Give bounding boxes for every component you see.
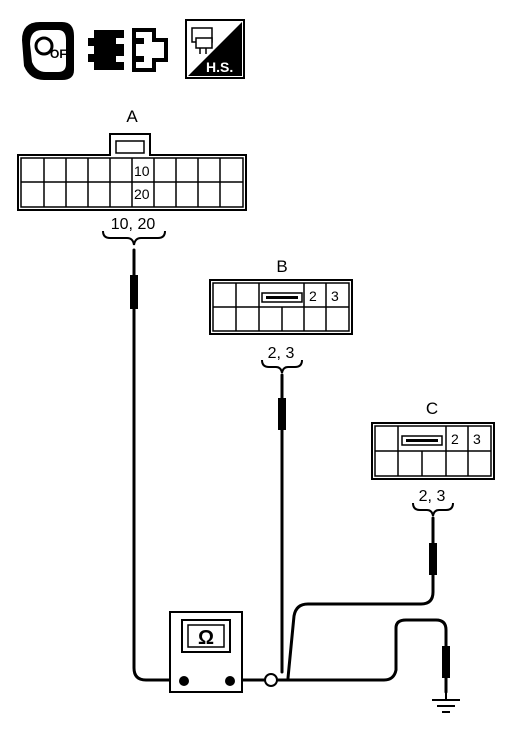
ground-symbol bbox=[432, 692, 460, 713]
probe-ground bbox=[442, 646, 450, 678]
probe-a bbox=[130, 275, 138, 309]
connector-a: A 10 20 10, 20 bbox=[17, 107, 247, 246]
pin-3-label: 3 bbox=[331, 288, 339, 304]
connector-b-label: B bbox=[276, 257, 287, 276]
probe-b bbox=[278, 398, 286, 430]
pin-20-label: 20 bbox=[134, 186, 150, 202]
junction-point bbox=[264, 673, 278, 687]
svg-text:H.S.: H.S. bbox=[206, 59, 233, 75]
connector-a-terminals: 10, 20 bbox=[111, 216, 156, 233]
connector-c-terminals: 2, 3 bbox=[419, 488, 446, 505]
ohmmeter: Ω bbox=[169, 611, 243, 693]
connector-c: C 2 3 2, 3 bbox=[371, 399, 495, 517]
lead-c bbox=[286, 516, 435, 680]
lead-ground bbox=[276, 618, 448, 694]
harness-side-icon: H.S. bbox=[185, 19, 245, 79]
pin-2-label: 2 bbox=[451, 431, 459, 447]
pin-10-label: 10 bbox=[134, 163, 150, 179]
pin-3-label: 3 bbox=[473, 431, 481, 447]
connector-b: B 2 3 2, 3 bbox=[209, 257, 353, 374]
connector-b-terminals: 2, 3 bbox=[268, 345, 295, 362]
probe-c bbox=[429, 543, 437, 575]
connector-disconnect-icon bbox=[88, 28, 168, 72]
connector-a-label: A bbox=[126, 107, 138, 126]
svg-text:OFF: OFF bbox=[50, 47, 74, 61]
meter-terminal-right bbox=[225, 676, 235, 686]
pin-2-label: 2 bbox=[309, 288, 317, 304]
ignition-key-off-icon: OFF bbox=[22, 22, 74, 80]
lead-a bbox=[132, 248, 184, 682]
meter-terminal-left bbox=[179, 676, 189, 686]
probes bbox=[130, 275, 450, 678]
ohm-symbol: Ω bbox=[198, 627, 214, 649]
connector-c-label: C bbox=[426, 399, 438, 418]
